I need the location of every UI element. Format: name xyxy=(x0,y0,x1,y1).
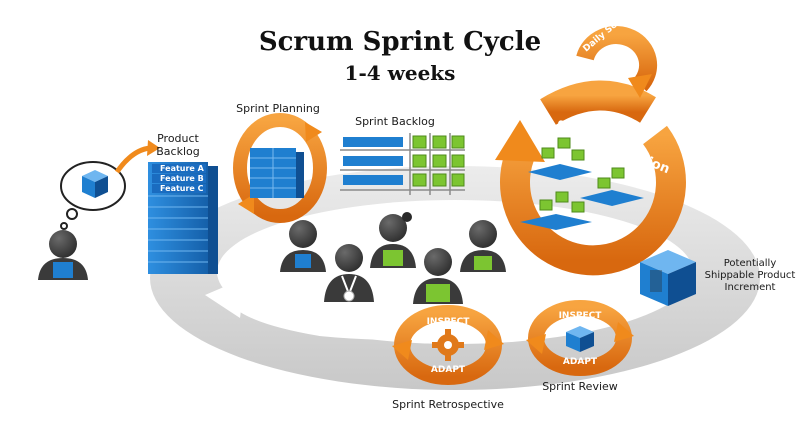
feature-c-label: Feature C xyxy=(160,184,204,193)
increment-label-2: Shippable Product xyxy=(705,270,796,281)
product-increment: Potentially Shippable Product Increment xyxy=(640,250,795,306)
team-member xyxy=(370,212,416,268)
team-member xyxy=(460,220,506,272)
product-owner-figure xyxy=(38,140,160,280)
team-member xyxy=(280,220,326,272)
feature-a-label: Feature A xyxy=(160,164,205,173)
review-adapt-label: ADAPT xyxy=(563,357,598,367)
feature-b-label: Feature B xyxy=(160,174,204,183)
page-subtitle: 1-4 weeks xyxy=(345,61,456,85)
sprint-review: INSPECT ADAPT Sprint Review xyxy=(526,300,634,393)
sprint-planning: Sprint Planning xyxy=(233,102,327,223)
sprint-retrospective-label: Sprint Retrospective xyxy=(392,398,504,411)
execution-work-items xyxy=(520,137,644,230)
sprint-backlog-label: Sprint Backlog xyxy=(355,115,435,128)
retro-adapt-label: ADAPT xyxy=(431,365,466,375)
scrum-team xyxy=(280,212,506,304)
review-inspect-label: INSPECT xyxy=(559,311,603,321)
gear-icon xyxy=(432,329,464,361)
sprint-planning-label: Sprint Planning xyxy=(236,102,320,115)
product-backlog-label-1: Product xyxy=(157,132,199,145)
increment-label-1: Potentially xyxy=(724,258,777,269)
sprint-retrospective: INSPECT ADAPT Sprint Retrospective xyxy=(392,305,504,411)
sprint-backlog: Sprint Backlog xyxy=(340,115,465,195)
scrum-master xyxy=(324,244,374,302)
retro-inspect-label: INSPECT xyxy=(427,317,471,327)
product-backlog-label-2: Backlog xyxy=(156,145,199,158)
product-backlog-stack: Product Backlog Feature A Feature B Feat… xyxy=(148,132,218,274)
page-title: Scrum Sprint Cycle xyxy=(259,27,541,57)
team-member xyxy=(413,248,463,304)
sprint-review-label: Sprint Review xyxy=(542,380,618,393)
increment-label-3: Increment xyxy=(725,282,776,293)
